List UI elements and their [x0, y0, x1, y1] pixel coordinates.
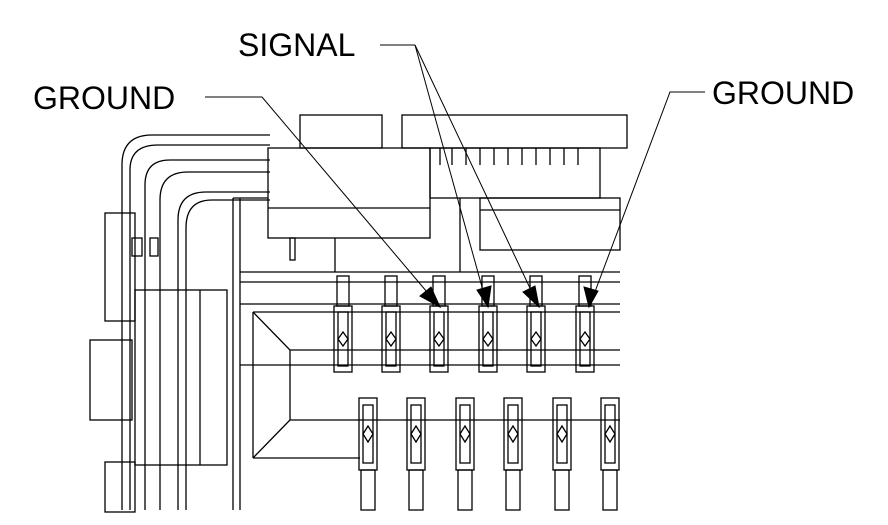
lower-pin-row — [358, 397, 620, 511]
lower-pin-2 — [406, 397, 426, 511]
signal-leader-1 — [414, 44, 488, 306]
callout-leaders — [205, 44, 705, 306]
lower-pin-4 — [503, 397, 523, 511]
lower-pin-5 — [552, 397, 572, 511]
ground-right-leader — [589, 91, 705, 306]
connector-housing — [89, 134, 270, 513]
arrowhead-signal-1 — [476, 285, 492, 309]
top-blocks — [267, 114, 628, 261]
upper-pin-1 — [333, 275, 353, 373]
upper-pin-row — [333, 275, 595, 373]
arrowhead-ground-right — [583, 286, 599, 309]
arrowhead-ground-left — [419, 286, 442, 309]
lower-pin-1 — [358, 397, 378, 511]
signal-label: SIGNAL — [238, 27, 355, 63]
lower-pin-6 — [600, 397, 620, 511]
ground-left-leader — [205, 96, 439, 306]
ground-right-label: GROUND — [712, 75, 854, 111]
upper-pin-2 — [381, 275, 401, 373]
lower-pin-3 — [455, 397, 475, 511]
signal-leader-2 — [414, 44, 539, 306]
arrowhead-signal-2 — [522, 285, 540, 309]
callout-arrowheads — [419, 285, 599, 309]
ground-left-label: GROUND — [33, 80, 175, 116]
